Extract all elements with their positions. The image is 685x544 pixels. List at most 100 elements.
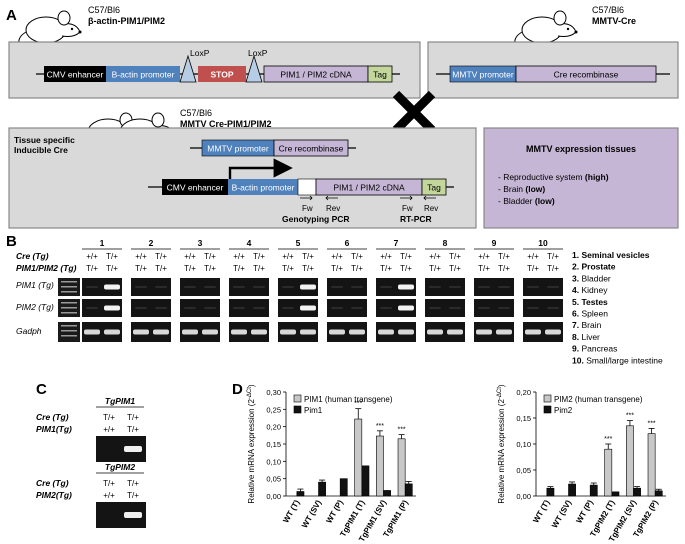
expression-box-title: MMTV expression tissues <box>526 144 636 154</box>
tissue-name: Liver <box>581 332 600 342</box>
tissue-item: 8. Liver <box>572 332 600 342</box>
gel-band <box>104 284 120 290</box>
bactin-promoter-block <box>228 179 298 195</box>
gel-band <box>84 329 100 335</box>
gel-lane-bg <box>180 299 220 317</box>
gel-band <box>251 329 267 335</box>
genotype-label: T/+ <box>449 264 461 273</box>
gel-lane-bg <box>82 322 122 342</box>
cross-icon <box>392 90 436 134</box>
genotype-label: T/+ <box>547 252 559 261</box>
tissue-name: Pancreas <box>581 344 617 354</box>
gel-band-faint <box>380 307 392 309</box>
gel-lane-bg <box>425 299 465 317</box>
bar <box>589 484 598 497</box>
significance-label: *** <box>647 420 655 427</box>
gel-band-faint <box>204 307 216 309</box>
y-axis-label: Relative mRNA expression (2-ΔCt) <box>497 384 506 504</box>
gel-band <box>398 284 414 290</box>
cre-label: Cre recombinase <box>279 144 344 154</box>
panel-b-label: B <box>6 233 17 250</box>
gel-band-faint <box>135 307 147 309</box>
gel-band-faint <box>429 286 441 288</box>
fw1-label: Fw <box>302 204 313 213</box>
gel-band <box>427 329 443 335</box>
expression-item: - Reproductive system (high) <box>498 172 609 182</box>
gel-band <box>398 329 414 335</box>
lane-group-number: 6 <box>345 238 350 248</box>
tissue-number: 5. <box>572 297 579 307</box>
genotype-label: T/+ <box>527 264 539 273</box>
gel-band <box>525 329 541 335</box>
bar <box>647 433 656 497</box>
bactin-label: B-actin promoter <box>112 70 175 80</box>
x-tick-label: WT (P) <box>574 498 595 525</box>
gel-lane-bg <box>376 322 416 342</box>
gel-band <box>231 329 247 335</box>
genotype-label: T/+ <box>449 252 461 261</box>
mouse2-strain: C57/Bl6 <box>592 5 624 15</box>
gel-row-label: PIM2 (Tg) <box>16 302 54 312</box>
legend-swatch <box>293 394 302 403</box>
legend-label: PIM2 (human transgene) <box>554 395 643 404</box>
genotype-label: T/+ <box>331 264 343 273</box>
bar <box>604 448 613 497</box>
tissue-name: Testes <box>581 297 608 307</box>
bar <box>361 465 370 497</box>
gel-band-faint <box>184 307 196 309</box>
gel-band <box>349 329 365 335</box>
row-label: Cre (Tg) <box>36 412 69 422</box>
bar <box>296 491 305 497</box>
gel-lane-headers: 1+/+T/+T/+T/+2+/+T/+T/+T/+3+/+T/+T/+T/+4… <box>82 238 563 273</box>
gel-band-faint <box>351 286 363 288</box>
y-label-main: Relative mRNA expression (2 <box>247 399 256 504</box>
gel-band <box>153 329 169 335</box>
genotype-label: T/+ <box>400 264 412 273</box>
expression-item: - Bladder (low) <box>498 196 555 206</box>
bar <box>339 478 348 497</box>
gel-band <box>182 329 198 335</box>
genotype-label: T/+ <box>86 264 98 273</box>
genotype-label: T/+ <box>127 479 139 488</box>
box3-title-line1: Tissue specific <box>14 135 75 145</box>
expression-item: - Brain (low) <box>498 184 545 194</box>
cmv-label: CMV enhancer <box>47 70 104 80</box>
cmv-enhancer-block <box>44 66 106 82</box>
gel-band <box>104 329 120 335</box>
cmv-enhancer-block <box>162 179 228 195</box>
genotype-label: +/+ <box>86 252 98 261</box>
tissue-name: Small/large intestine <box>586 355 663 365</box>
gel-marker-band <box>61 307 77 309</box>
gel-band <box>378 329 394 335</box>
y-tick-label: 0,00 <box>516 492 531 501</box>
lane-group-number: 8 <box>443 238 448 248</box>
rt-pcr-label: RT-PCR <box>400 214 432 224</box>
y-axis-label: Relative mRNA expression (2-ΔCt) <box>247 384 256 504</box>
gel-lane-bg <box>376 278 416 296</box>
primer-arrows <box>300 195 436 201</box>
genotype-label: T/+ <box>103 479 115 488</box>
gel-band <box>124 446 142 452</box>
cdna-label: PIM1 / PIM2 cDNA <box>333 183 405 193</box>
gel-band-faint <box>233 307 245 309</box>
tissue-number: 9. <box>572 344 579 354</box>
lane-group-number: 4 <box>247 238 252 248</box>
cre-block <box>273 139 349 157</box>
tissue-name: Bladder <box>581 273 610 283</box>
gel-band <box>476 329 492 335</box>
genotype-label: +/+ <box>478 252 490 261</box>
tissue-item: 4. Kidney <box>572 285 608 295</box>
lane-group-number: 3 <box>198 238 203 248</box>
genotype-label: T/+ <box>106 264 118 273</box>
tissue-number: 6. <box>572 309 579 319</box>
genotype-label: T/+ <box>498 264 510 273</box>
gel-band-faint <box>253 286 265 288</box>
genotype-label: T/+ <box>302 252 314 261</box>
y-tick-label: 0,20 <box>266 423 281 432</box>
gel-band <box>300 329 316 335</box>
gel-lane-bg <box>82 299 122 317</box>
gel-band-faint <box>351 307 363 309</box>
